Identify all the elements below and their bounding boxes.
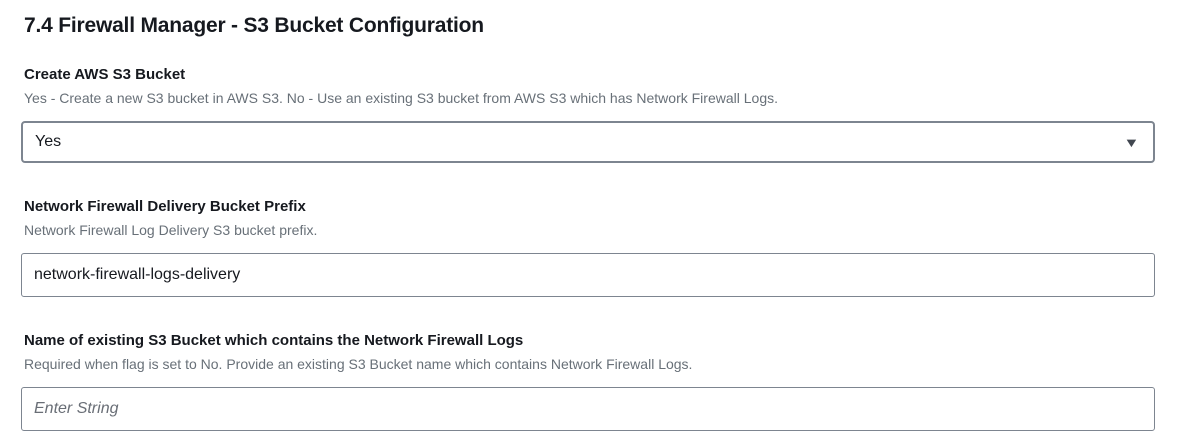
- existing-bucket-name-input[interactable]: [21, 387, 1155, 431]
- field-description-bucket-prefix: Network Firewall Log Delivery S3 bucket …: [24, 222, 318, 238]
- page-title: 7.4 Firewall Manager - S3 Bucket Configu…: [24, 14, 484, 37]
- dropdown-arrow-icon: ▼: [1123, 134, 1140, 150]
- field-description-create-s3-bucket: Yes - Create a new S3 bucket in AWS S3. …: [24, 90, 778, 106]
- field-bucket-prefix: Network Firewall Delivery Bucket Prefix …: [21, 197, 1155, 297]
- create-s3-bucket-selected-value: Yes: [35, 133, 62, 150]
- field-existing-bucket-name: Name of existing S3 Bucket which contain…: [21, 331, 1155, 431]
- field-label-bucket-prefix: Network Firewall Delivery Bucket Prefix: [24, 198, 306, 215]
- create-s3-bucket-select[interactable]: Yes ▼: [21, 121, 1155, 163]
- field-description-existing-bucket-name: Required when flag is set to No. Provide…: [24, 356, 693, 372]
- control-create-s3-bucket: Yes ▼: [21, 121, 1155, 163]
- bucket-prefix-input[interactable]: [21, 253, 1155, 297]
- field-create-s3-bucket: Create AWS S3 Bucket Yes - Create a new …: [21, 65, 1155, 163]
- control-bucket-prefix: [21, 253, 1155, 297]
- field-label-existing-bucket-name: Name of existing S3 Bucket which contain…: [24, 332, 524, 349]
- control-existing-bucket-name: [21, 387, 1155, 431]
- field-label-create-s3-bucket: Create AWS S3 Bucket: [24, 66, 186, 83]
